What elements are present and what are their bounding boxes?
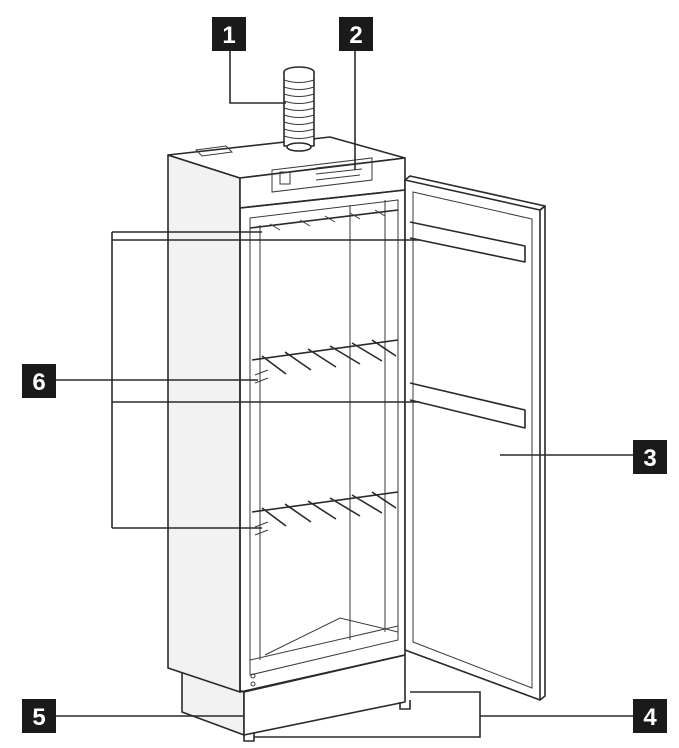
- callout-1: 1: [212, 17, 246, 51]
- shoe-rail-bottom: [251, 491, 399, 536]
- shoe-rail-middle: [251, 339, 399, 384]
- callout-4: 4: [633, 699, 667, 733]
- cabinet-door: [404, 175, 546, 701]
- leader-1: [229, 50, 286, 104]
- callout-6: 6: [22, 364, 56, 398]
- cabinet-left-side: [167, 154, 241, 693]
- leader-6-bracket: [111, 231, 420, 529]
- svg-text:1: 1: [222, 22, 235, 49]
- cabinet-interior: [239, 189, 406, 693]
- leader-4: [254, 691, 633, 738]
- callout-2: 2: [339, 17, 373, 51]
- svg-text:5: 5: [32, 704, 45, 731]
- callout-3: 3: [633, 440, 667, 474]
- exhaust-hose: [283, 66, 315, 152]
- svg-text:2: 2: [349, 22, 362, 49]
- cabinet-illustration: [167, 66, 546, 742]
- leader-lines: [56, 50, 634, 738]
- shoe-rail-top: [249, 209, 399, 231]
- svg-text:3: 3: [643, 445, 656, 472]
- svg-text:6: 6: [32, 369, 45, 396]
- callout-5: 5: [22, 699, 56, 733]
- svg-text:4: 4: [643, 704, 657, 731]
